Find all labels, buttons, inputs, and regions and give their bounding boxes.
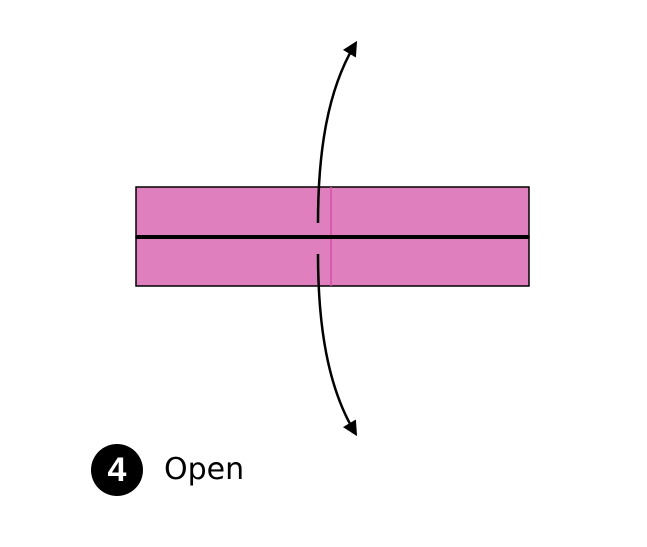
- step-instruction: Open: [164, 452, 245, 487]
- step-number-badge: 4: [91, 444, 143, 496]
- curved-arrow-up-icon: [316, 40, 358, 224]
- curved-arrow-down-icon: [316, 253, 358, 437]
- step-number: 4: [107, 451, 127, 489]
- paper-bottom-panel: [135, 236, 530, 287]
- paper-top-panel: [135, 186, 530, 238]
